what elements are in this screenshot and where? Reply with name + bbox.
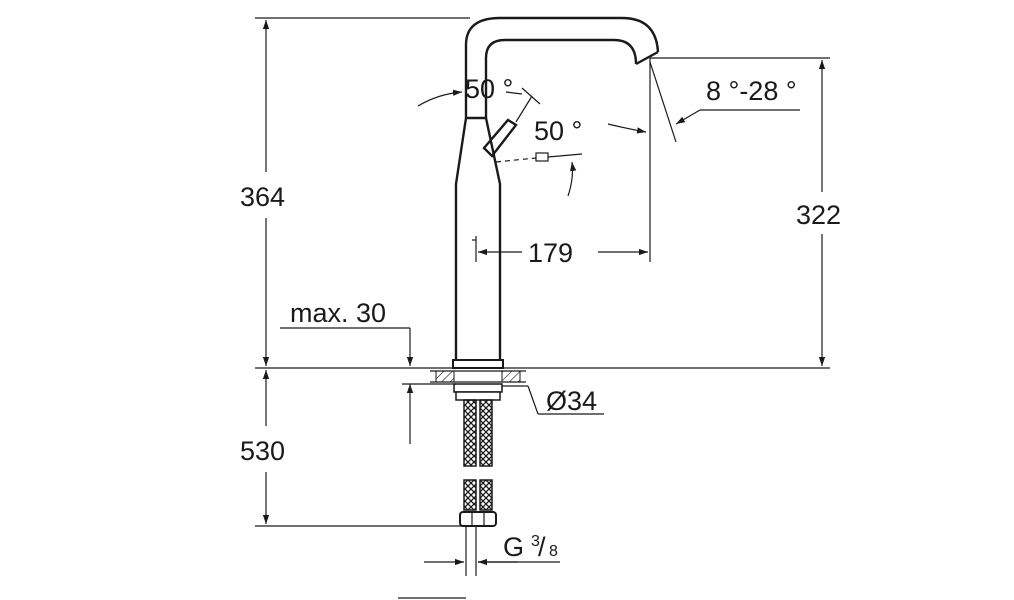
spout-swivel-label: 8 °-28 ° — [706, 76, 797, 106]
faucet-body — [452, 16, 660, 369]
angle-lever-top: 50 ° — [417, 74, 523, 107]
total-height-label: 364 — [240, 182, 285, 212]
angle-lever-side: 50 ° — [534, 116, 582, 197]
below-deck-label: 530 — [240, 436, 285, 466]
connection-denominator: 8 — [549, 543, 558, 560]
connection-numerator: 3 — [531, 533, 540, 550]
spout-reach-label: 179 — [528, 238, 573, 268]
angle-spout-swivel: 8 °-28 ° — [607, 61, 800, 143]
mounting-hole-label: Ø34 — [546, 386, 597, 416]
deck-thickness-label: max. 30 — [290, 298, 386, 328]
dimension-spout-height: 322 — [796, 60, 841, 366]
mounting-assembly — [430, 370, 526, 576]
connection-slash: / — [538, 532, 546, 562]
dimension-total-height: 364 — [240, 20, 285, 366]
dimension-deck-thickness: max. 30 — [280, 298, 456, 444]
spout-height-label: 322 — [796, 200, 841, 230]
dimension-mounting-hole: Ø34 — [502, 385, 604, 416]
lever-handle — [465, 82, 583, 163]
dimension-below-deck: 530 — [240, 370, 285, 524]
dimension-connection: G 3 / 8 — [424, 532, 560, 566]
lever-angle-side-label: 50 ° — [534, 116, 582, 146]
lever-angle-top-label: 50 ° — [465, 74, 513, 104]
connection-g-label: G — [503, 532, 524, 562]
dimension-spout-reach: 179 — [478, 238, 648, 268]
